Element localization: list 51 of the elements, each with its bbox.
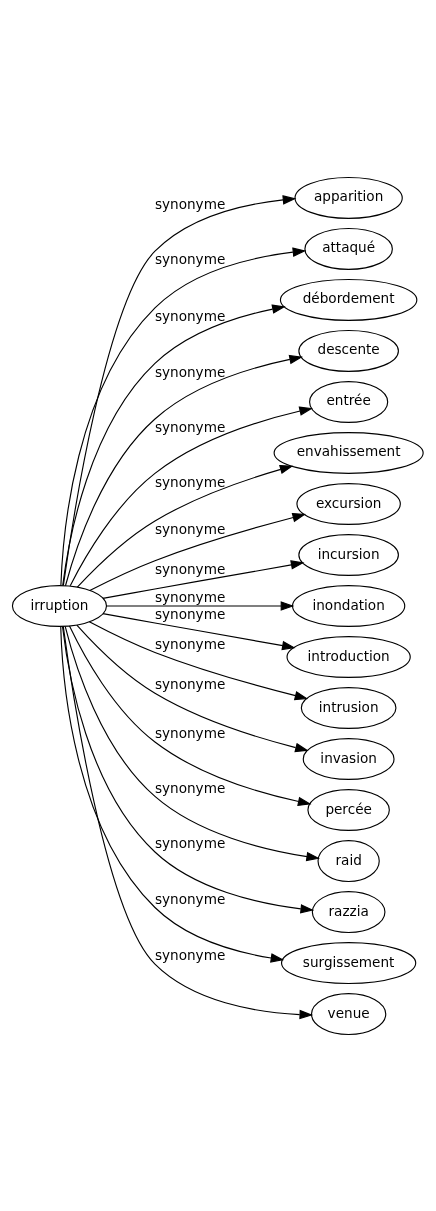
arrow [60, 246, 307, 586]
edge-label: synonyme [154, 946, 226, 963]
edge-label: synonyme [154, 588, 226, 605]
arrow [76, 464, 294, 588]
node-ellipse: percée [307, 788, 390, 831]
node-ellipse: débordement [279, 278, 418, 321]
node-ellipse: introduction [286, 635, 411, 678]
node-ellipse: attaqué [304, 227, 393, 270]
node-ellipse: incursion [298, 533, 399, 576]
arrow [89, 512, 307, 591]
edge-label: synonyme [154, 890, 226, 907]
arrow [88, 620, 309, 700]
edge-label: synonyme [154, 363, 226, 380]
node-ellipse: venue [310, 992, 387, 1035]
arrow [64, 625, 320, 861]
edge-label: synonyme [154, 250, 226, 267]
node-ellipse: irruption [11, 584, 108, 627]
node-ellipse: razzia [311, 890, 386, 933]
edge-label: synonyme [154, 473, 226, 490]
edge-label: synonyme [154, 724, 226, 741]
arrow [105, 600, 295, 611]
edge-label: synonyme [154, 779, 226, 796]
arrow [102, 559, 305, 599]
node-ellipse: inondation [291, 584, 406, 627]
arrow [76, 624, 309, 752]
node-ellipse: intrusion [300, 686, 397, 729]
arrow [102, 612, 296, 650]
edge-label: synonyme [154, 307, 226, 324]
node-ellipse: raid [317, 839, 380, 882]
node-ellipse: invasion [302, 737, 395, 780]
node-ellipse: entrée [309, 380, 389, 423]
arrow [69, 405, 313, 586]
arrow [62, 625, 314, 1019]
arrow [68, 625, 312, 806]
node-ellipse: descente [298, 329, 399, 372]
arrow [64, 354, 303, 586]
edge-label: synonyme [154, 195, 226, 212]
arrow [60, 625, 285, 963]
arrow [62, 303, 286, 586]
arrow [62, 194, 297, 586]
edge-label: synonyme [154, 605, 226, 622]
edge-label: synonyme [154, 560, 226, 577]
node-ellipse: excursion [296, 482, 401, 525]
edge-label: synonyme [154, 520, 226, 537]
edge-label: synonyme [154, 834, 226, 851]
node-ellipse: surgissement [280, 941, 417, 984]
arrow [61, 625, 315, 914]
edge-label: synonyme [154, 635, 226, 652]
node-ellipse: apparition [294, 176, 403, 219]
edge-label: synonyme [154, 418, 226, 435]
edge-label: synonyme [154, 675, 226, 692]
